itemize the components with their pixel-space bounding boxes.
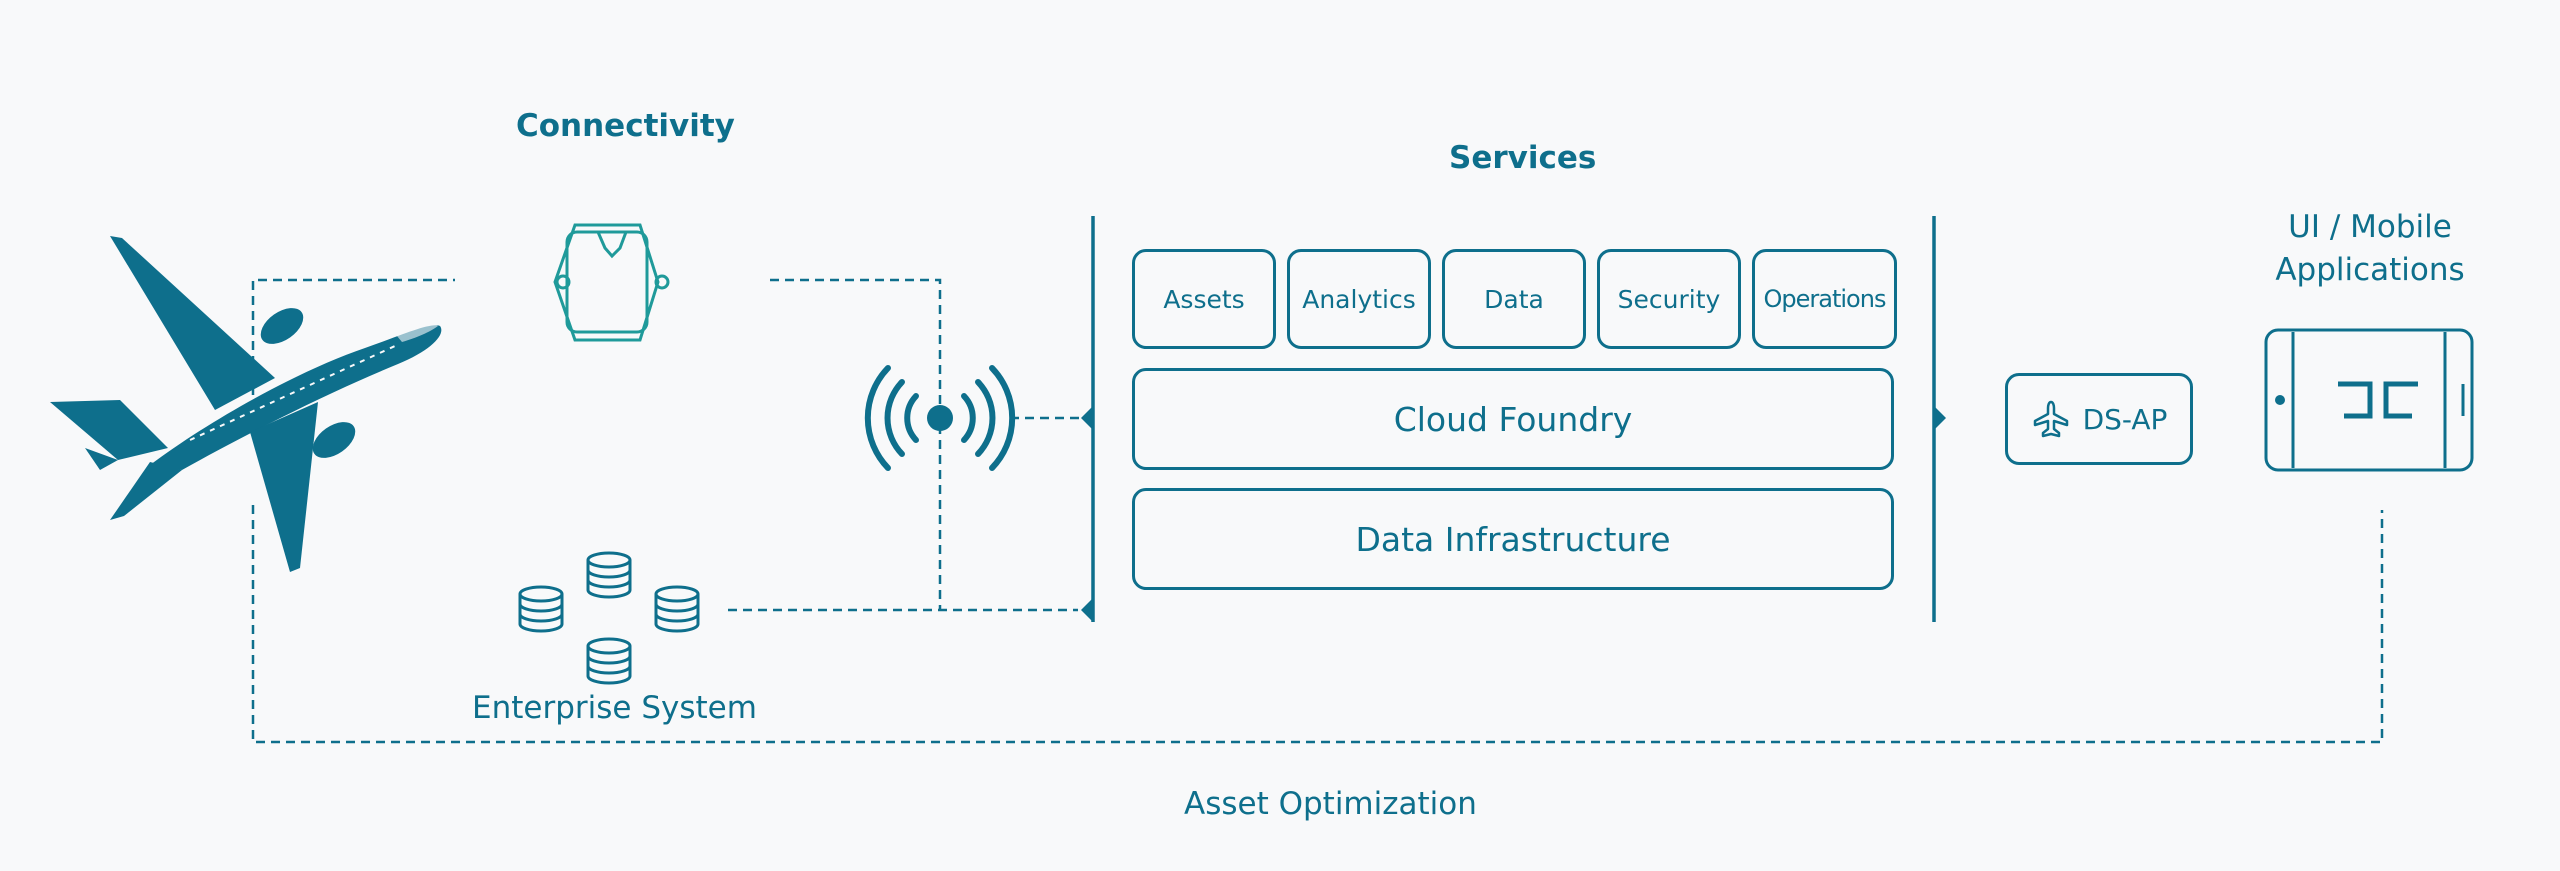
- cloud-foundry-layer: Cloud Foundry: [1132, 368, 1894, 470]
- database-icon: [654, 585, 700, 633]
- cloud-foundry-label: Cloud Foundry: [1393, 399, 1633, 439]
- data-infrastructure-layer: Data Infrastructure: [1132, 488, 1894, 590]
- enterprise-system-label: Enterprise System: [472, 690, 757, 726]
- service-tile-label: Analytics: [1302, 284, 1416, 314]
- connector-asset-optimization-loop: [251, 505, 2384, 744]
- ui-mobile-title-line2: Applications: [2275, 252, 2465, 288]
- database-icon: [586, 551, 632, 599]
- services-title: Services: [1449, 140, 1597, 176]
- dashed-connectors: [251, 278, 2384, 744]
- arrow-into-services-lower: [1081, 598, 1093, 622]
- ui-mobile-title-line1: UI / Mobile: [2288, 209, 2452, 245]
- service-tile-label: Assets: [1163, 284, 1245, 314]
- iot-device-icon: [553, 223, 670, 342]
- dsap-label: DS-AP: [2082, 402, 2168, 436]
- wireless-signal-icon: [864, 365, 1016, 471]
- database-icon: [518, 585, 564, 633]
- services-bracket: [1081, 216, 1946, 622]
- service-tile-analytics: Analytics: [1287, 249, 1431, 349]
- service-tile-assets: Assets: [1132, 249, 1276, 349]
- service-tile-security: Security: [1597, 249, 1741, 349]
- airplane-icon: [50, 236, 442, 572]
- ui-mobile-title: UI / Mobile Applications: [2210, 206, 2530, 292]
- tablet-icon: [2264, 328, 2474, 472]
- asset-optimization-label: Asset Optimization: [1184, 786, 1477, 822]
- service-tile-label: Security: [1617, 284, 1721, 314]
- connector-plane-to-device: [251, 278, 455, 395]
- service-tile-label: Data: [1484, 284, 1544, 314]
- connector-device-to-signal: [770, 278, 942, 610]
- database-icon: [586, 637, 632, 685]
- data-infrastructure-label: Data Infrastructure: [1355, 519, 1671, 559]
- airplane-small-icon: [2033, 400, 2068, 438]
- arrow-into-services: [1081, 406, 1093, 430]
- dsap-app-box: DS-AP: [2005, 373, 2193, 465]
- connectivity-title: Connectivity: [516, 108, 735, 144]
- service-tile-label: Operations: [1763, 285, 1887, 313]
- service-tile-operations: Operations: [1752, 249, 1897, 349]
- arrow-out-of-services: [1934, 406, 1946, 430]
- database-icons: [518, 551, 700, 685]
- service-tile-data: Data: [1442, 249, 1586, 349]
